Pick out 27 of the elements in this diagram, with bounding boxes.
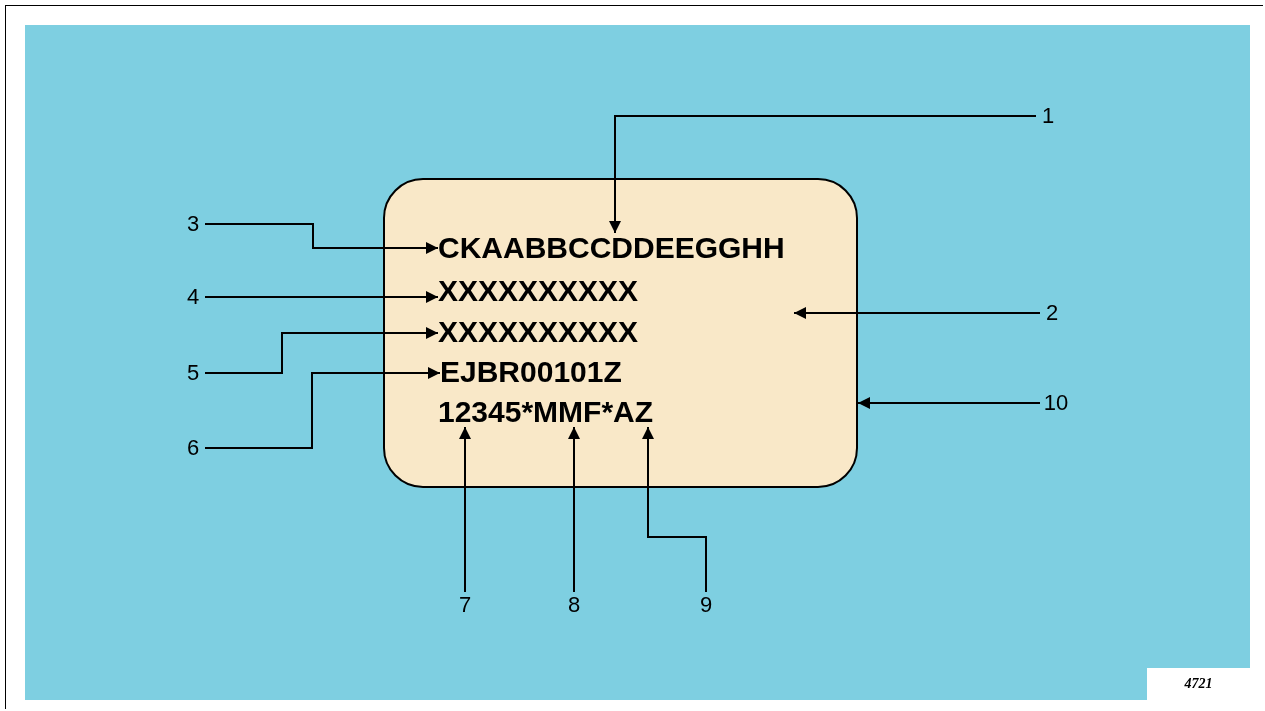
callout-number: 7 bbox=[453, 592, 477, 618]
leader-line bbox=[204, 291, 439, 303]
label-text-line: XXXXXXXXXX bbox=[438, 317, 639, 347]
label-text-line: EJBR00101Z bbox=[440, 357, 622, 387]
leader-line bbox=[568, 426, 580, 593]
callout-number: 3 bbox=[181, 211, 205, 237]
callout-number: 8 bbox=[562, 592, 586, 618]
leader-line bbox=[793, 307, 1041, 319]
callout-number: 10 bbox=[1040, 390, 1072, 416]
leader-line bbox=[204, 367, 441, 449]
callout-number: 6 bbox=[181, 435, 205, 461]
label-text-line: CKAABBCCDDEEGGHH bbox=[438, 233, 785, 263]
callout-number: 2 bbox=[1040, 300, 1064, 326]
leader-line bbox=[204, 327, 439, 374]
figure-number: 4721 bbox=[1147, 668, 1250, 700]
callout-number: 1 bbox=[1036, 103, 1060, 129]
leader-line bbox=[642, 426, 707, 593]
label-text-line: XXXXXXXXXX bbox=[438, 276, 639, 306]
leader-line bbox=[459, 426, 471, 593]
leader-line bbox=[609, 115, 1037, 234]
callout-number: 9 bbox=[694, 592, 718, 618]
label-card bbox=[383, 178, 858, 488]
leader-line bbox=[204, 223, 439, 254]
callout-number: 4 bbox=[181, 284, 205, 310]
label-text-line: 12345*MMF*AZ bbox=[438, 397, 654, 427]
leader-line bbox=[857, 397, 1041, 409]
callout-number: 5 bbox=[181, 360, 205, 386]
